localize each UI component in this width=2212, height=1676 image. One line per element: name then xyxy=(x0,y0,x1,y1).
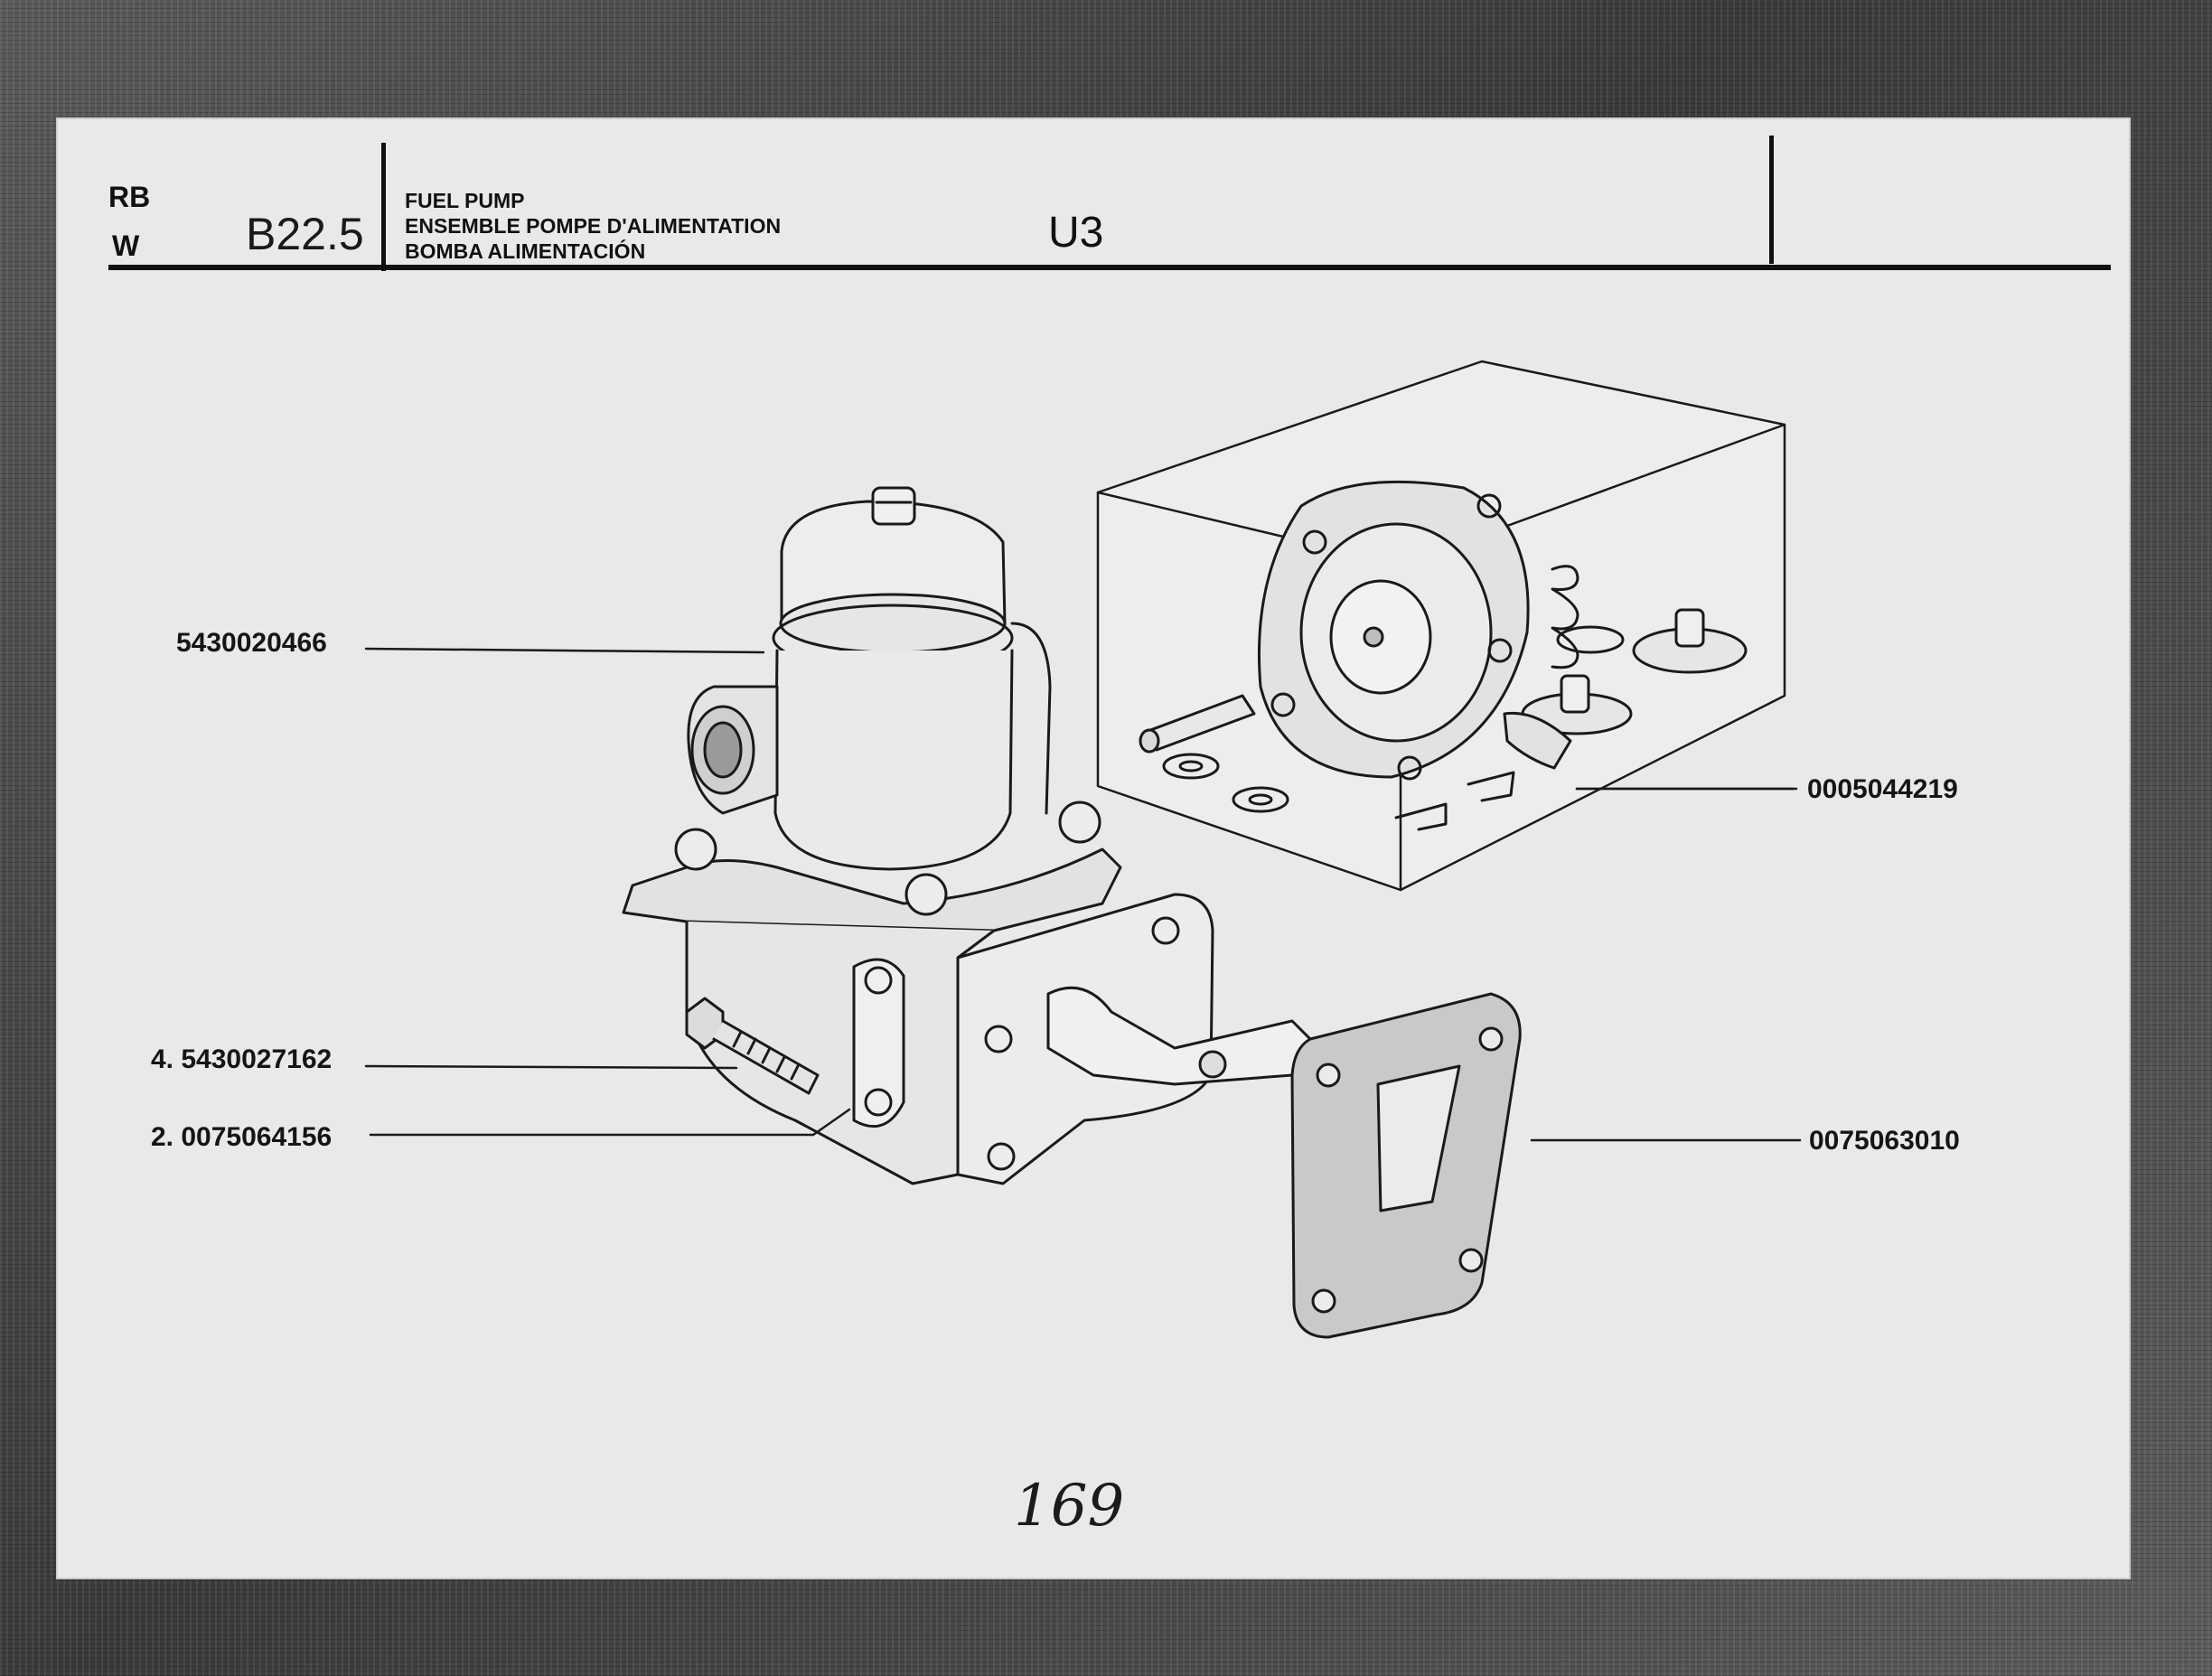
title-english: FUEL PUMP xyxy=(405,189,525,212)
part-label-gasket: 0075063010 xyxy=(1809,1126,1960,1156)
title-french: ENSEMBLE POMPE D'ALIMENTATION xyxy=(405,214,782,238)
part-label-washer-plate: 2. 0075064156 xyxy=(151,1122,332,1152)
handwritten-page-number: 169 xyxy=(1014,1473,1125,1540)
title-spanish: BOMBA ALIMENTACIÓN xyxy=(405,239,646,263)
page-title-block: FUEL PUMP ENSEMBLE POMPE D'ALIMENTATION … xyxy=(405,188,781,264)
repair-kit-box-drawing xyxy=(1096,360,1786,892)
leader-lines xyxy=(364,647,1802,1142)
header-divider-left xyxy=(381,143,386,271)
catalog-page: RB W B22.5 FUEL PUMP ENSEMBLE POMPE D'AL… xyxy=(56,117,2131,1579)
gasket-drawing xyxy=(1290,992,1522,1339)
header-code-rb: RB xyxy=(108,181,151,213)
section-number: B22.5 xyxy=(246,209,364,259)
part-label-pump-assembly: 5430020466 xyxy=(176,628,327,658)
part-label-bolt: 4. 5430027162 xyxy=(151,1044,332,1074)
fuel-pump-drawing xyxy=(622,486,1321,1185)
header-rule xyxy=(108,265,2111,270)
part-label-repair-kit: 0005044219 xyxy=(1807,774,1958,804)
header-code-w: W xyxy=(112,229,140,262)
model-code: U3 xyxy=(1048,209,1104,257)
header-divider-right xyxy=(1769,136,1774,264)
